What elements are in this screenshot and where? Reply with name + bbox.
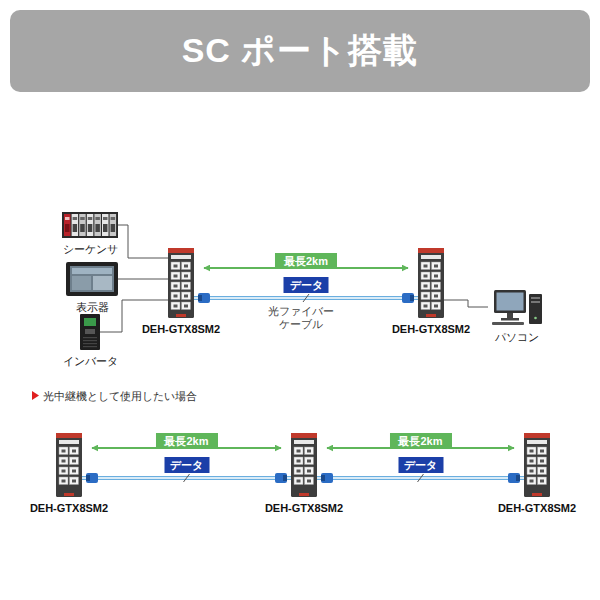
lan-cable (444, 300, 488, 307)
switch-device: DEH-GTX8SM2 (524, 433, 550, 497)
model-name: DEH-GTX8SM2 (498, 502, 576, 514)
data-label: データ (398, 457, 443, 473)
switch-device: DEH-GTX8SM2 (168, 248, 194, 318)
model-name: DEH-GTX8SM2 (265, 502, 343, 514)
note-text: 光中継機として使用したい場合 (43, 389, 197, 404)
data-label: データ (284, 277, 329, 293)
sc-plug-tip (86, 475, 90, 481)
switch-illustration (418, 248, 444, 318)
sc-plug-tip (198, 295, 202, 301)
sc-plug (321, 473, 333, 483)
switch-device: DEH-GTX8SM2 (418, 248, 444, 318)
inverter-illustration (80, 314, 100, 350)
device-name: パソコン (495, 330, 539, 345)
cable-break (184, 474, 190, 482)
bullet-triangle (32, 391, 39, 400)
lan-cable (118, 225, 168, 258)
distance-label: 最長2km (155, 433, 217, 449)
cable-break (418, 474, 424, 482)
display-device: 表示器 (66, 262, 118, 296)
sc-plug-tip (516, 475, 520, 481)
pc-illustration (488, 288, 546, 326)
data-label: データ (164, 457, 209, 473)
switch-illustration (56, 433, 82, 497)
pc-device: パソコン (488, 288, 546, 326)
sequencer-device: シーケンサ (62, 212, 118, 238)
sc-plug (198, 293, 210, 303)
distance-label: 最長2km (275, 253, 337, 269)
switch-illustration (524, 433, 550, 497)
switch-device: DEH-GTX8SM2 (291, 433, 317, 497)
title-banner: SC ポート搭載 (10, 10, 590, 92)
cable-break (303, 294, 309, 302)
sc-plug (86, 473, 98, 483)
model-name: DEH-GTX8SM2 (142, 323, 220, 335)
device-name: インバータ (63, 354, 118, 369)
title-text: SC ポート搭載 (182, 28, 419, 74)
sc-plug (402, 293, 414, 303)
display-illustration (66, 262, 118, 296)
inverter-device: インバータ (80, 314, 100, 350)
model-name: DEH-GTX8SM2 (30, 502, 108, 514)
distance-label: 最長2km (389, 433, 451, 449)
sc-plug (275, 473, 287, 483)
plc-illustration (62, 212, 118, 238)
model-name: DEH-GTX8SM2 (392, 323, 470, 335)
sc-plug-tip (321, 475, 325, 481)
sc-plug-tip (410, 295, 414, 301)
device-name: シーケンサ (63, 242, 118, 257)
cable-label: 光ファイバー ケーブル (264, 305, 338, 331)
lan-cable (118, 279, 168, 280)
switch-illustration (168, 248, 194, 318)
switch-illustration (291, 433, 317, 497)
sc-plug-tip (283, 475, 287, 481)
sc-plug (508, 473, 520, 483)
device-name: 表示器 (76, 300, 109, 315)
switch-device: DEH-GTX8SM2 (56, 433, 82, 497)
